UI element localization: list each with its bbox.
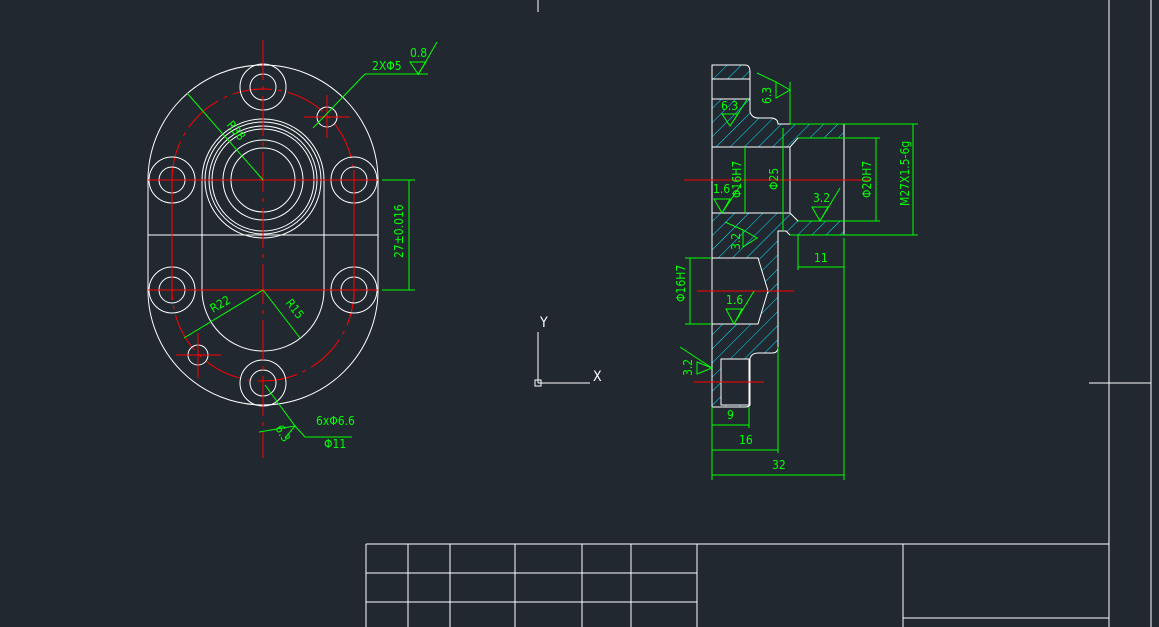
len-9: 9 (727, 408, 734, 422)
bore-lower-dim: Φ16H7 (674, 265, 688, 302)
ucs-icon: Y X (534, 315, 602, 387)
section-view: 6.3 6.3 Φ16H7 1.6 Φ25 Φ20H7 M27X1.5-6g 3… (674, 64, 918, 480)
roughness-top: 0.8 (410, 46, 427, 60)
ucs-x-label: X (593, 369, 602, 385)
roughness-a: 6.3 (760, 87, 774, 104)
front-view: 2XΦ5 0.8 R38 27±0.016 R22 R15 6xΦ6.6 Φ11… (147, 40, 438, 458)
len-32: 32 (772, 458, 786, 472)
title-block (365, 543, 1109, 627)
bore-right-dim: Φ20H7 (860, 161, 874, 198)
counterbore-note: Φ11 (324, 437, 346, 451)
roughness-e: 3.2 (729, 233, 743, 250)
radius-small: R15 (283, 296, 307, 321)
bolt-holes-note: 6xΦ6.6 (316, 414, 355, 428)
roughness-d: 3.2 (813, 191, 830, 205)
roughness-g: 3.2 (681, 359, 695, 376)
ucs-y-label: Y (539, 315, 548, 331)
roughness-bottom: 6.3 (272, 423, 293, 445)
holes-note: 2XΦ5 (372, 59, 402, 73)
center-distance: 27±0.016 (392, 204, 406, 258)
drawing-frame (537, 0, 1152, 627)
bore-mid-dim: Φ25 (767, 168, 781, 190)
roughness-c: 1.6 (713, 182, 730, 196)
thread-dim: M27X1.5-6g (898, 141, 912, 206)
radius-inner: R22 (208, 293, 233, 316)
roughness-b: 6.3 (721, 99, 738, 113)
len-11: 11 (814, 251, 828, 265)
roughness-f: 1.6 (726, 293, 743, 307)
bore-left-dim: Φ16H7 (730, 161, 744, 198)
len-16: 16 (739, 433, 753, 447)
